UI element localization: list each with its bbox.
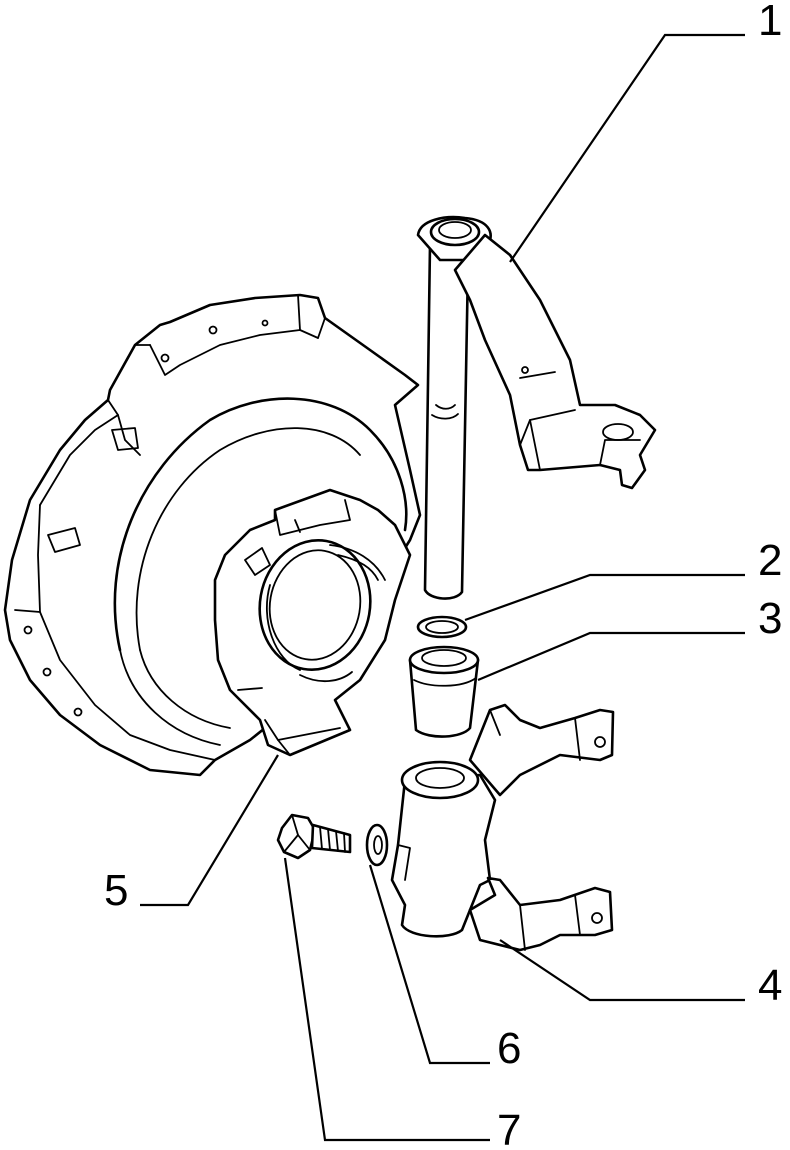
fork-shaft-lever [416, 215, 657, 600]
callout-2: 2 [758, 536, 782, 585]
bolt [276, 813, 352, 860]
leader-lines [140, 33, 745, 1142]
callout-1: 1 [758, 0, 782, 45]
callout-3: 3 [758, 594, 782, 643]
callout-6: 6 [497, 1024, 521, 1073]
callout-5: 5 [104, 866, 128, 915]
callout-labels: 1 2 3 4 5 6 7 [104, 0, 782, 1150]
release-fork [390, 703, 615, 952]
washer [365, 823, 389, 867]
callout-4: 4 [758, 961, 782, 1010]
bushing [408, 645, 480, 738]
callout-7: 7 [497, 1106, 521, 1150]
housing-cover [3, 293, 422, 777]
o-ring [416, 615, 468, 639]
